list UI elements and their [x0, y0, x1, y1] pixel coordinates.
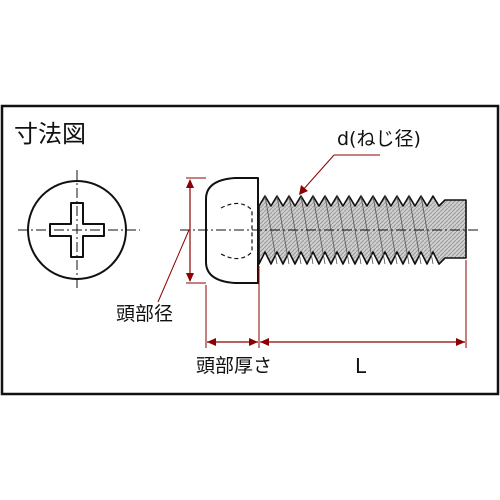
arrow-thk-left: [207, 338, 216, 346]
diagram-title: 寸法図: [14, 120, 86, 148]
screw-side-view: [180, 177, 478, 284]
head-thickness-label: 頭部厚さ: [196, 355, 273, 377]
screw-head: [205, 177, 259, 284]
head-diameter-label: 頭部径: [116, 303, 174, 325]
thread-diameter-arrow: [299, 185, 308, 195]
length-label: L: [355, 354, 367, 378]
phillips-recess-icon: [49, 202, 105, 258]
arrow-head-up: [186, 179, 194, 188]
arrow-thk-right: [249, 338, 258, 346]
arrow-len-right: [456, 338, 465, 346]
head-top-view: [18, 170, 140, 290]
thread-diameter-leader-diag: [301, 154, 335, 192]
head-diameter-leader: [157, 229, 190, 303]
diagram-border: [0, 104, 500, 396]
arrow-len-left: [260, 338, 269, 346]
arrow-head-down: [186, 273, 194, 282]
thread-diameter-label: d(ねじ径): [337, 128, 421, 150]
dimension-lines: [157, 154, 467, 348]
